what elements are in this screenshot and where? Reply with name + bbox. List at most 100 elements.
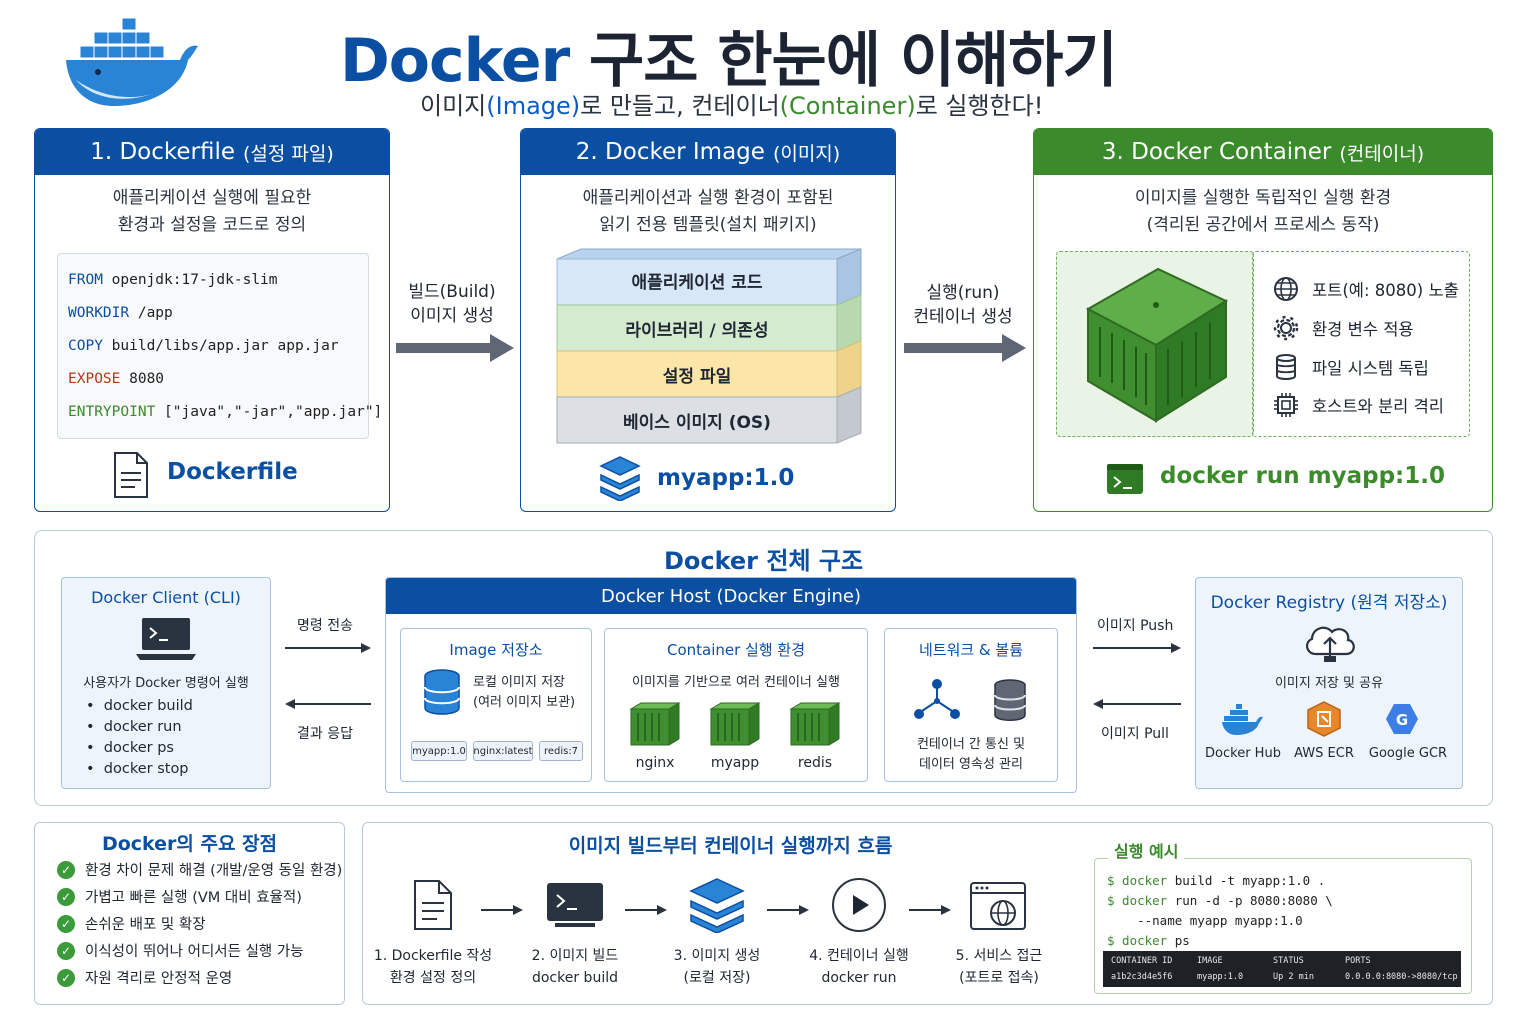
push-label: 이미지 Push bbox=[1097, 618, 1174, 634]
arrow-right-icon bbox=[909, 905, 951, 915]
image-layer-stack bbox=[556, 248, 862, 444]
dockerfile-title: 1. Dockerfile bbox=[90, 139, 236, 165]
image-panel-header: 2. Docker Image(이미지) bbox=[521, 129, 895, 175]
laptop-terminal-icon bbox=[136, 618, 196, 660]
code-kw: ENTRYPOINT bbox=[68, 404, 156, 420]
terminal-icon bbox=[547, 883, 603, 927]
step-line-1: 4. 컨테이너 실행 bbox=[809, 948, 909, 964]
title-docker: Docker bbox=[340, 26, 570, 96]
client-title: Docker Client (CLI) bbox=[91, 588, 241, 607]
step-line-1: 1. Dockerfile 작성 bbox=[373, 948, 493, 964]
command-line: $ docker build -t myapp:1.0 . bbox=[1107, 873, 1325, 888]
feature-filesystem: 파일 시스템 독립 bbox=[1272, 353, 1429, 381]
code-rest: ["java","-jar","app.jar"] bbox=[155, 404, 383, 420]
container-features-box bbox=[1252, 251, 1470, 437]
subtitle-b: (Image) bbox=[486, 92, 581, 120]
subtitle-d: (Container) bbox=[779, 92, 916, 120]
layer-config: 설정 파일 bbox=[662, 366, 732, 387]
feature-port-text: 포트(예: 8080) 노출 bbox=[1312, 281, 1459, 300]
cloud-upload-icon bbox=[1306, 626, 1355, 662]
container-name: myapp bbox=[710, 755, 760, 771]
term-cell: myapp:1.0 bbox=[1197, 972, 1244, 982]
step-line-1: 2. 이미지 빌드 bbox=[531, 948, 619, 964]
cmd-prompt: $ docker bbox=[1107, 873, 1168, 888]
image-store-box: Image 저장소 로컬 이미지 저장(여러 이미지 보관) myapp:1.0… bbox=[400, 628, 592, 782]
code-rest: /app bbox=[129, 305, 173, 321]
svg-text:G: G bbox=[1396, 711, 1408, 729]
container-panel-header: 3. Docker Container(컨테이너) bbox=[1034, 129, 1492, 175]
list-item: • docker run bbox=[86, 719, 182, 735]
check-icon: ✓ bbox=[57, 860, 75, 879]
docker-host-box: Docker Host (Docker Engine) Image 저장소 로컬… bbox=[385, 577, 1077, 793]
build-arrow-label: 빌드(Build)이미지 생성 bbox=[400, 280, 504, 328]
provider-label: Docker Hub bbox=[1205, 746, 1281, 761]
play-icon bbox=[832, 878, 886, 932]
file-icon bbox=[414, 880, 452, 930]
feature-port: 포트(예: 8080) 노출 bbox=[1272, 275, 1459, 303]
container-name: redis bbox=[797, 755, 833, 771]
cmd-rest: --name myapp myapp:1.0 bbox=[1107, 913, 1303, 928]
code-rest: build/libs/app.jar app.jar bbox=[102, 338, 339, 354]
flow-title: 이미지 빌드부터 컨테이너 실행까지 흐름 bbox=[568, 835, 893, 857]
architecture-title: Docker 전체 구조 bbox=[663, 547, 864, 575]
terminal-output: CONTAINER ID IMAGE STATUS PORTS a1b2c3d4… bbox=[1103, 951, 1461, 987]
google-gcr-icon: G bbox=[1386, 704, 1418, 734]
term-header: IMAGE bbox=[1197, 956, 1223, 966]
cmd-text: docker build bbox=[103, 698, 193, 714]
image-store-desc-1: 로컬 이미지 저장 bbox=[473, 675, 565, 690]
network-desc-2: 데이터 영속성 관리 bbox=[919, 757, 1023, 772]
build-line-1: 빌드(Build) bbox=[408, 282, 496, 302]
term-header: CONTAINER ID bbox=[1111, 956, 1173, 966]
advantage-text: 이식성이 뛰어나 어디서든 실행 가능 bbox=[85, 944, 304, 960]
arrow-right-icon bbox=[285, 643, 371, 653]
command-line: $ docker run -d -p 8080:8080 \ bbox=[1107, 893, 1333, 908]
term-cell: 0.0.0.0:8080->8080/tcp bbox=[1345, 972, 1458, 982]
layer-app-code: 애플리케이션 코드 bbox=[631, 272, 763, 293]
check-icon: ✓ bbox=[57, 887, 75, 906]
database-icon bbox=[1276, 354, 1296, 380]
image-title: 2. Docker Image bbox=[575, 139, 765, 165]
example-title: 실행 예시 bbox=[1108, 838, 1185, 862]
cmd-text: docker ps bbox=[103, 740, 174, 756]
advantages-section: Docker의 주요 장점 ✓환경 차이 문제 해결 (개발/운영 동일 환경)… bbox=[34, 822, 345, 1005]
pull-label: 이미지 Pull bbox=[1101, 726, 1169, 742]
arrow-right-icon bbox=[481, 905, 523, 915]
container-title-sub: (컨테이너) bbox=[1339, 142, 1425, 165]
cmd-prompt: $ docker bbox=[1107, 933, 1168, 948]
check-icon: ✓ bbox=[57, 968, 75, 987]
image-store-desc-2: (여러 이미지 보관) bbox=[473, 695, 576, 710]
code-kw: FROM bbox=[68, 272, 103, 288]
image-tag-chip: redis:7 bbox=[539, 741, 583, 761]
docker-run-command: docker run myapp:1.0 bbox=[1160, 463, 1445, 489]
provider-label: Google GCR bbox=[1368, 746, 1448, 761]
send-command-label: 명령 전송 bbox=[297, 618, 353, 634]
code-rest: 8080 bbox=[120, 371, 165, 387]
arrow-left-icon bbox=[285, 699, 371, 709]
list-item: • docker build bbox=[86, 698, 193, 714]
step-line-2: (포트로 접속) bbox=[959, 970, 1039, 986]
list-item: ✓ 환경 차이 문제 해결 (개발/운영 동일 환경) bbox=[57, 859, 342, 880]
page-subtitle: 이미지(Image)로 만들고, 컨테이너(Container)로 실행한다! bbox=[420, 86, 1043, 121]
list-item: ✓이식성이 뛰어나 어디서든 실행 가능 bbox=[57, 940, 304, 961]
term-header: STATUS bbox=[1273, 956, 1304, 966]
gear-icon bbox=[1273, 315, 1299, 341]
code-line: FROM openjdk:17-jdk-slim bbox=[68, 266, 358, 299]
command-line: $ docker ps bbox=[1107, 933, 1190, 948]
container-desc-2: (격리된 공간에서 프로세스 동작) bbox=[1146, 215, 1380, 235]
layers-icon bbox=[599, 456, 641, 501]
advantage-text: 환경 차이 문제 해결 (개발/운영 동일 환경) bbox=[85, 863, 343, 879]
step-line-2: (로컬 저장) bbox=[683, 970, 751, 986]
image-store-title: Image 저장소 bbox=[449, 641, 543, 659]
dockerfile-code: FROM openjdk:17-jdk-slim WORKDIR /app CO… bbox=[57, 253, 382, 439]
image-store-desc: 로컬 이미지 저장 (여러 이미지 보관) bbox=[473, 673, 575, 713]
list-item: ✓자원 격리로 안정적 운영 bbox=[57, 967, 232, 988]
feature-env-text: 환경 변수 적용 bbox=[1312, 320, 1414, 339]
runtime-title: Container 실행 환경 bbox=[666, 641, 806, 659]
client-command-list: • docker build • docker run • docker ps … bbox=[86, 696, 193, 780]
network-desc-1: 컨테이너 간 통신 및 bbox=[916, 737, 1026, 752]
flow-step-5: 5. 서비스 접근(포트로 접속) bbox=[929, 945, 1069, 989]
